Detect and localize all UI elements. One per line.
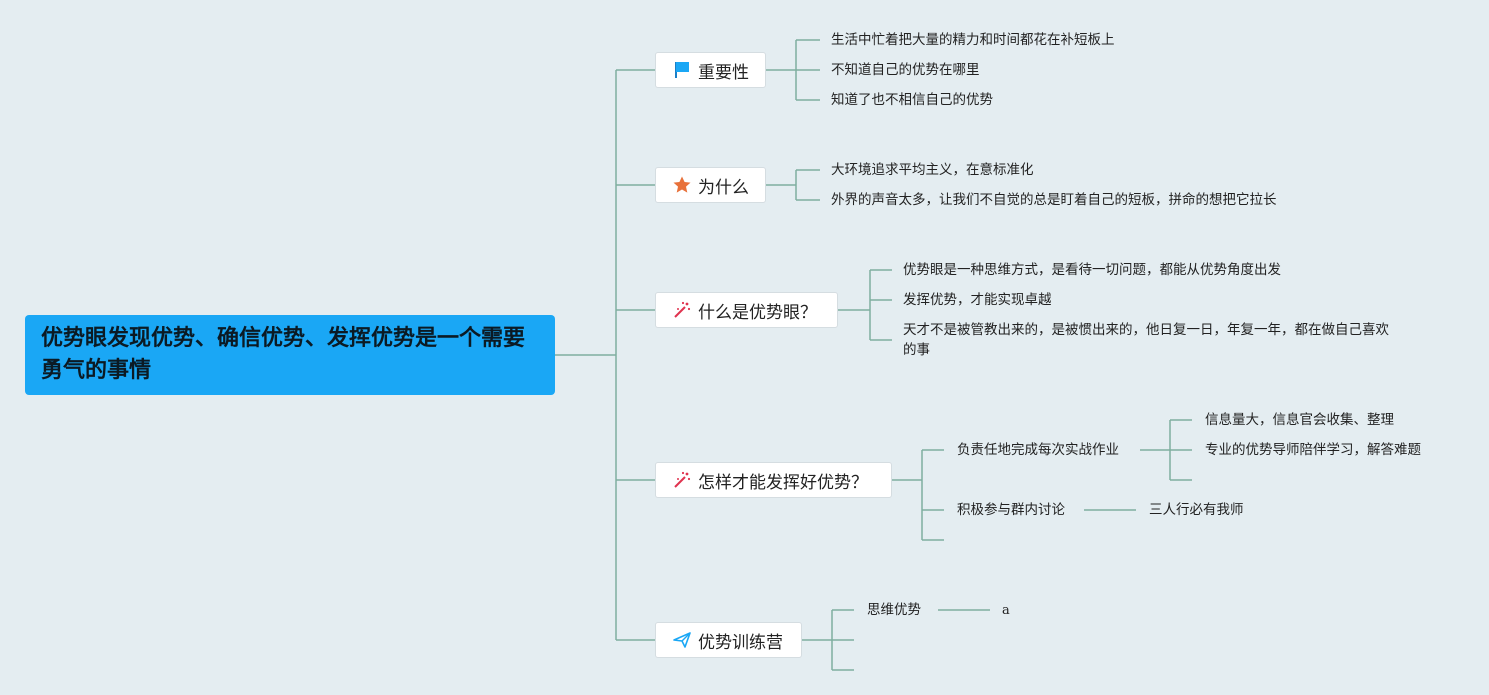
- root-topic-label: 优势眼发现优势、确信优势、发挥优势是一个需要勇气的事情: [41, 326, 526, 383]
- branch-label: 重要性: [698, 62, 749, 83]
- branch-training-camp[interactable]: 优势训练营: [655, 622, 802, 658]
- subtopic[interactable]: 积极参与群内讨论: [957, 502, 1065, 518]
- magic-wand-icon: [672, 470, 692, 490]
- leaf-topic[interactable]: 不知道自己的优势在哪里: [831, 62, 980, 78]
- leaf-topic[interactable]: 天才不是被管教出来的，是被惯出来的，他日复一日，年复一年，都在做自己喜欢的事: [903, 322, 1389, 358]
- branch-label: 什么是优势眼？: [698, 302, 817, 323]
- branch-how-to-use-strengths[interactable]: 怎样才能发挥好优势？: [655, 462, 892, 498]
- branch-why[interactable]: 为什么: [655, 167, 766, 203]
- branch-label: 优势训练营: [698, 632, 783, 653]
- leaf-topic[interactable]: a: [1002, 603, 1010, 618]
- leaf-topic[interactable]: 发挥优势，才能实现卓越: [903, 292, 1052, 308]
- branch-label: 怎样才能发挥好优势？: [698, 472, 868, 493]
- branch-what-is-strength-eye[interactable]: 什么是优势眼？: [655, 292, 838, 328]
- star-icon: [672, 175, 692, 195]
- leaf-topic[interactable]: 大环境追求平均主义，在意标准化: [831, 162, 1034, 178]
- root-topic[interactable]: 优势眼发现优势、确信优势、发挥优势是一个需要勇气的事情: [25, 315, 555, 395]
- flag-icon: [672, 60, 692, 80]
- branch-label: 为什么: [698, 177, 749, 198]
- subtopic[interactable]: 负责任地完成每次实战作业: [957, 442, 1119, 458]
- leaf-topic[interactable]: 外界的声音太多，让我们不自觉的总是盯着自己的短板，拼命的想把它拉长: [831, 192, 1277, 208]
- leaf-topic[interactable]: 生活中忙着把大量的精力和时间都花在补短板上: [831, 32, 1115, 48]
- subtopic[interactable]: 思维优势: [867, 602, 921, 618]
- leaf-topic[interactable]: 知道了也不相信自己的优势: [831, 92, 993, 108]
- magic-wand-icon: [672, 300, 692, 320]
- leaf-topic[interactable]: 信息量大，信息官会收集、整理: [1205, 412, 1394, 428]
- branch-importance[interactable]: 重要性: [655, 52, 766, 88]
- paper-plane-icon: [672, 630, 692, 650]
- leaf-topic[interactable]: 三人行必有我师: [1149, 502, 1244, 518]
- leaf-topic[interactable]: 优势眼是一种思维方式，是看待一切问题，都能从优势角度出发: [903, 262, 1281, 278]
- leaf-topic[interactable]: 专业的优势导师陪伴学习，解答难题: [1205, 442, 1421, 458]
